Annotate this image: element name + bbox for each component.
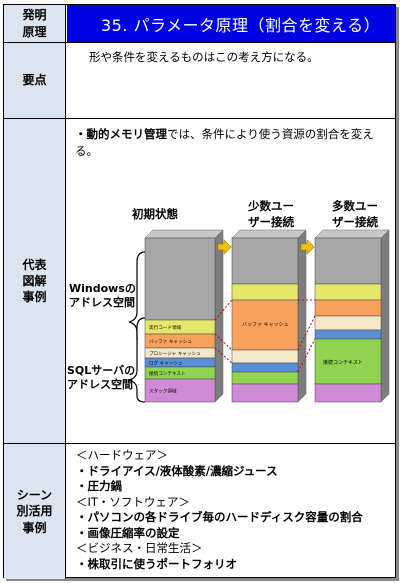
bar-initial-windows: [144, 237, 216, 321]
bar-few-context: [231, 371, 299, 385]
bar-many-buffer: [314, 299, 382, 317]
bar-many-log: [314, 329, 382, 340]
header-many-users: 多数ユー: [332, 200, 378, 213]
connection-context-label: 接続コンテキスト: [323, 359, 363, 366]
bar-few-procedure: [231, 349, 299, 364]
svg-text:ザー接続: ザー接続: [248, 215, 294, 229]
transition-arrows: [217, 239, 315, 255]
scene-category: ＜ビジネス・日常生活＞: [76, 541, 203, 555]
bar-many-context: [314, 338, 382, 385]
example-row: 代表 図解 事例 ・動的メモリ管理では、条件により使う資源の割合を変える。: [4, 119, 395, 444]
dotted-connectors: [214, 299, 316, 373]
scene-item: ・圧力鍋: [76, 479, 122, 493]
example-content: ・動的メモリ管理では、条件により使う資源の割合を変える。: [67, 119, 395, 443]
bar-few-log: [231, 362, 299, 373]
scene-label: シーン 別活用 事例: [4, 444, 66, 579]
example-lead: ・動的メモリ管理では、条件により使う資源の割合を変える。: [75, 127, 374, 159]
segment-label: スタック領域: [149, 388, 177, 395]
scene-list: ＜ハードウェア＞・ドライアイス/液体酸素/濃縮ジュース・圧力鍋＜IT・ソフトウェ…: [76, 448, 363, 572]
scene-category: ＜ハードウェア＞: [76, 448, 168, 462]
header-initial-state: 初期状態: [132, 207, 178, 221]
buffer-cache-label: バッファ キャッシュ: [242, 322, 289, 328]
bar-few-stack: [231, 383, 299, 403]
example-label: 代表 図解 事例: [4, 119, 66, 443]
bar-top-face: [231, 229, 307, 239]
scene-item: ・株取引に使うポートフォリオ: [76, 556, 237, 571]
scene-category: ＜IT・ソフトウェア＞: [76, 494, 190, 509]
bar-side-face: [297, 229, 307, 403]
header-few-users: 少数ユー: [247, 200, 294, 213]
bar-many-stack: [314, 383, 382, 403]
bar-initial-segment: [144, 378, 216, 403]
principle-title: 35. パラメータ原理（割合を変える）: [67, 5, 395, 42]
sql-brace: [128, 317, 146, 403]
segment-label: 接続コンテキスト: [149, 370, 186, 377]
segment-label: バッファ キャッシュ: [149, 339, 192, 345]
key-point-row: 要点 形や条件を変えるものはこの考え方になる。: [4, 43, 395, 119]
key-point-text: 形や条件を変えるものはこの考え方になる。: [89, 50, 319, 64]
bar-many-windows: [314, 237, 382, 285]
svg-text:アドレス空間: アドレス空間: [67, 377, 133, 391]
bar-top-face: [314, 229, 390, 239]
bar-many-exec: [314, 283, 382, 301]
svg-text:アドレス空間: アドレス空間: [69, 295, 135, 309]
segment-label: プロシージャ キャッシュ: [149, 351, 201, 357]
dotted-connector: [214, 299, 233, 321]
windows-address-space-label: Windowsの: [69, 282, 136, 295]
scene-row: シーン 別活用 事例 ＜ハードウェア＞・ドライアイス/液体酸素/濃縮ジュース・圧…: [4, 444, 395, 579]
sql-address-space-label: SQLサーバの: [67, 364, 135, 377]
segment-label: 実行コード領域: [149, 324, 182, 331]
key-point-label: 要点: [4, 43, 66, 118]
invention-principle-label: 発明 原理: [4, 5, 66, 42]
transition-arrow: [300, 239, 315, 255]
bar-few-buffer: [231, 299, 299, 351]
svg-text:ザー接続: ザー接続: [332, 215, 378, 229]
bar-top-face: [144, 229, 224, 239]
transition-arrow: [217, 239, 232, 255]
bar-few-exec: [231, 283, 299, 301]
windows-brace: [128, 251, 146, 340]
scene-item: ・ドライアイス/液体酸素/濃縮ジュース: [76, 463, 278, 478]
scene-item: ・パソコンの各ドライブ毎のハードディスク容量の割合: [76, 510, 363, 524]
memory-allocation-diagram: 初期状態 少数ユー ザー接続 多数ユー ザー接続 Windowsの アドレス空間…: [67, 200, 390, 403]
bar-few-windows: [231, 237, 299, 285]
bar-many-procedure: [314, 315, 382, 331]
title-row: 発明 原理 35. パラメータ原理（割合を変える）: [4, 5, 395, 43]
scene-item: ・画像圧縮率の設定: [76, 525, 180, 540]
segment-label: ログ キャッシュ: [149, 360, 183, 367]
bar-side-face: [380, 229, 390, 403]
